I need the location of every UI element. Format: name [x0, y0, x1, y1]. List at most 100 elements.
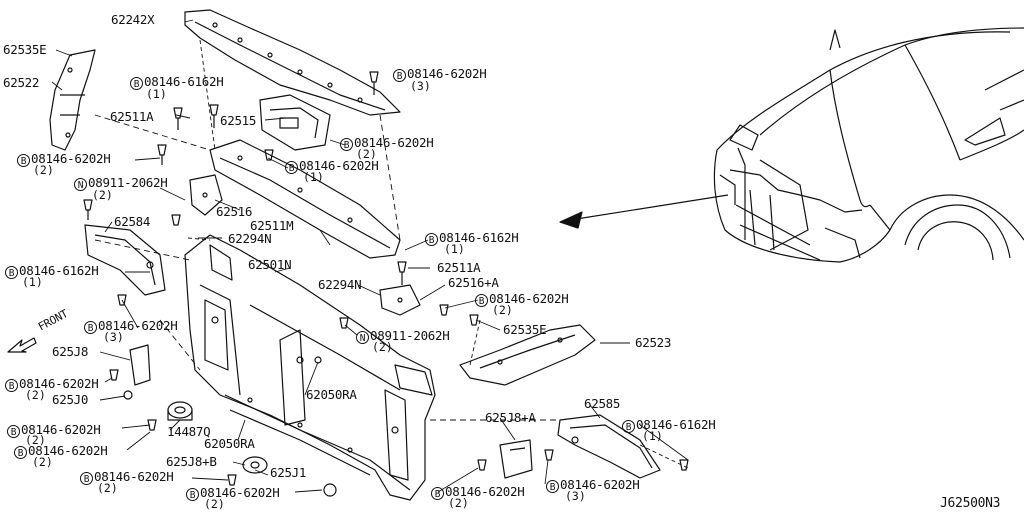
qty-b-6202-l4: (2)	[25, 433, 46, 447]
bolt-symbol: B	[285, 161, 298, 174]
callout-14487q: 14487Q	[167, 424, 211, 439]
qty-n-2062-left: (2)	[92, 188, 113, 202]
part-62522-left-piece	[49, 49, 96, 151]
qty-b-6202-b4: (3)	[565, 489, 586, 503]
fasteners	[83, 71, 689, 486]
part-62511m-support	[209, 139, 401, 259]
qty-b-6202-l1: (2)	[33, 163, 54, 177]
callout-62294n-right: 62294N	[318, 277, 362, 292]
callout-62050ra-bottom: 62050RA	[204, 436, 255, 451]
qty-b-6202-b2: (2)	[204, 497, 225, 511]
reference-arrow	[559, 194, 729, 229]
callout-62523: 62523	[635, 335, 672, 350]
callout-62522: 62522	[3, 75, 40, 90]
qty-b-6202-b1: (2)	[97, 481, 118, 495]
nut-symbol: N	[74, 178, 87, 191]
bolt-symbol: B	[7, 425, 20, 438]
part-62242x-rail	[184, 9, 401, 116]
part-62585-bracket	[557, 414, 661, 479]
leader-lines	[51, 19, 689, 493]
part-62501n-core-support	[184, 234, 436, 501]
qty-b-6162-top: (1)	[146, 87, 167, 101]
callout-62535e-right: 62535E	[503, 322, 547, 337]
nut-symbol: N	[356, 331, 369, 344]
callout-625j8b: 625J8+B	[166, 454, 217, 469]
bolt-symbol: B	[5, 266, 18, 279]
callout-62535e-left: 62535E	[3, 42, 47, 57]
callout-625j1: 625J1	[270, 465, 307, 480]
qty-b-6202-l3: (2)	[25, 388, 46, 402]
bolt-symbol: B	[340, 138, 353, 151]
qty-b-6202-c1: (1)	[303, 170, 324, 184]
part-14487q	[167, 401, 193, 421]
qty-b-6162-right: (1)	[444, 242, 465, 256]
callout-62516: 62516	[216, 204, 253, 219]
part-625j8-bracket	[129, 344, 151, 386]
qty-b-6202-b3: (2)	[448, 496, 469, 510]
callout-62511a-left: 62511A	[110, 109, 154, 124]
bolt-symbol: B	[80, 472, 93, 485]
callout-62516a: 62516+A	[448, 275, 499, 290]
bolt-symbol: B	[5, 379, 18, 392]
callout-62501n: 62501N	[248, 257, 292, 272]
callout-62511a-right: 62511A	[437, 260, 481, 275]
part-625j1	[242, 456, 337, 497]
callout-62511m: 62511M	[250, 218, 294, 233]
qty-b-6202-r1: (2)	[492, 303, 513, 317]
bolt-symbol: B	[475, 294, 488, 307]
qty-b-6202-l2: (3)	[103, 330, 124, 344]
part-62523-right-piece	[459, 324, 596, 386]
car-illustration	[713, 27, 1024, 263]
bolt-symbol: B	[546, 480, 559, 493]
callout-62585: 62585	[584, 396, 621, 411]
qty-b-6162-bottom-right: (1)	[642, 429, 663, 443]
bolt-symbol: B	[17, 154, 30, 167]
bolt-symbol: B	[622, 420, 635, 433]
callout-62294n-left: 62294N	[228, 231, 272, 246]
bolt-symbol: B	[84, 321, 97, 334]
qty-b-6202-mid: (2)	[356, 147, 377, 161]
callout-625j8a: 625J8+A	[485, 410, 536, 425]
part-62515-bracket	[259, 94, 331, 151]
bolt-symbol: B	[393, 69, 406, 82]
part-62584-bracket	[84, 224, 166, 296]
qty-b-6202-top: (3)	[410, 79, 431, 93]
callout-625j8: 625J8	[52, 344, 89, 359]
callout-62515: 62515	[220, 113, 257, 128]
bolt-symbol: B	[431, 487, 444, 500]
part-62516-bracket	[189, 174, 223, 216]
callout-62242x: 62242X	[111, 12, 155, 27]
callout-62584: 62584	[114, 214, 151, 229]
qty-n-2062-right: (2)	[372, 340, 393, 354]
qty-b-6162-left: (1)	[22, 275, 43, 289]
bolt-symbol: B	[130, 77, 143, 90]
part-62516a-bracket	[379, 284, 421, 316]
diagram-code: J62500N3	[940, 496, 1001, 511]
bolt-symbol: B	[186, 488, 199, 501]
bolt-symbol: B	[425, 233, 438, 246]
front-arrow	[7, 337, 37, 353]
bolt-symbol: B	[14, 446, 27, 459]
qty-b-6202-l5: (2)	[32, 455, 53, 469]
callout-625j0: 625J0	[52, 392, 89, 407]
